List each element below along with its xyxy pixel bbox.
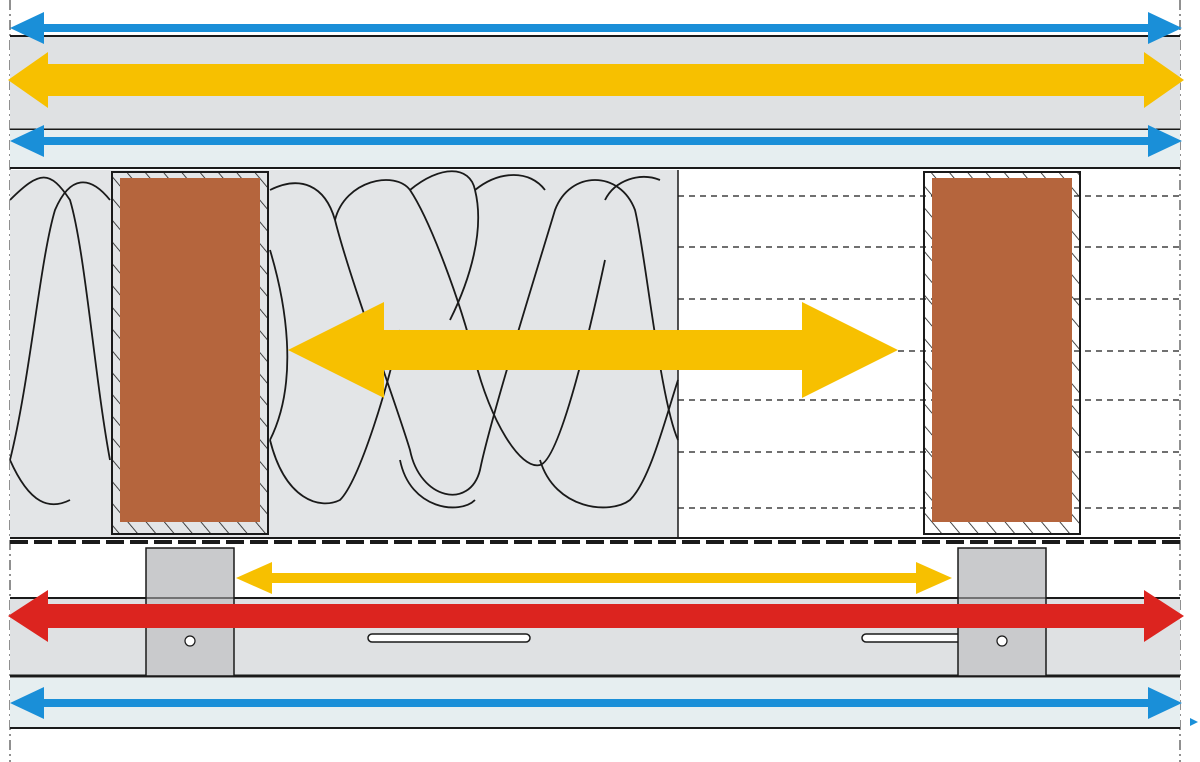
upper-light-layer (10, 130, 1180, 168)
timber-stud-left (111, 171, 269, 535)
blue-arrow-middle (10, 125, 1182, 157)
board-slot-right (861, 633, 973, 643)
timber-stud-right (923, 171, 1081, 535)
small-blue-pointer (1190, 718, 1198, 726)
empty-zone-dashes (678, 195, 1180, 509)
red-arrow (8, 590, 1184, 642)
yellow-arrow-center (288, 302, 898, 398)
board-slot-left (367, 633, 531, 643)
blue-arrow-bottom (10, 687, 1182, 719)
blue-arrow-top (10, 12, 1182, 44)
yellow-arrow-upper (8, 52, 1184, 108)
yellow-arrow-small (236, 562, 952, 594)
